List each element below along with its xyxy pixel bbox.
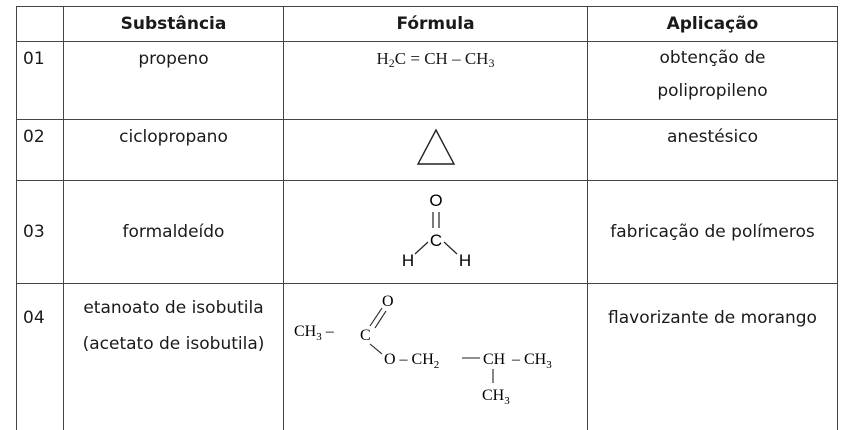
table-row: 03 formaldeído O C H H fabricação de pol [17,181,838,284]
substances-table: Substância Fórmula Aplicação 01 propeno … [16,6,838,430]
formaldehyde-structure-diagram: O C H H [381,184,491,280]
substance-name: formaldeído [64,181,284,284]
table-row: 02 ciclopropano anestésico [17,120,838,181]
header-row: Substância Fórmula Aplicação [17,7,838,42]
row-number: 01 [17,42,64,120]
header-number [17,7,64,42]
svg-text:C: C [360,327,371,344]
hydrogen-right: H [458,251,470,270]
substance-name: ciclopropano [64,120,284,181]
header-substancia: Substância [64,7,284,42]
formula-ciclopropano [284,120,588,181]
formula-propeno: H2C = CH – CH3 [284,42,588,120]
header-aplicacao: Aplicação [588,7,838,42]
table-row: 04 etanoato de isobutila (acetato de iso… [17,284,838,430]
row-number: 03 [17,181,64,284]
table-row: 01 propeno H2C = CH – CH3 obtenção de po… [17,42,838,120]
row-number: 02 [17,120,64,181]
svg-text:CH: CH [483,351,506,368]
svg-text:O – CH2: O – CH2 [384,351,439,371]
triangle-cyclopropane-icon [406,120,466,172]
svg-text:– CH3: – CH3 [511,351,552,371]
substance-name: propeno [64,42,284,120]
application: obtenção de polipropileno [588,42,838,120]
svg-text:CH3 –: CH3 – [294,323,335,343]
formula-formaldeido: O C H H [284,181,588,284]
carbon-atom: C [429,231,441,250]
row-number: 04 [17,284,64,430]
substance-name: etanoato de isobutila (acetato de isobut… [64,284,284,430]
application: anestésico [588,120,838,181]
hydrogen-left: H [401,251,413,270]
header-formula: Fórmula [284,7,588,42]
svg-text:CH3: CH3 [482,387,510,404]
oxygen-atom: O [429,191,442,210]
svg-text:O: O [382,293,394,310]
application: fabricação de polímeros [588,181,838,284]
formula-acetato-isobutila: O CH3 – C O – CH2 CH – CH3 [284,284,588,430]
isobutyl-acetate-structure-diagram: O CH3 – C O – CH2 CH – CH3 [286,284,586,404]
application: flavorizante de morango [588,284,838,430]
